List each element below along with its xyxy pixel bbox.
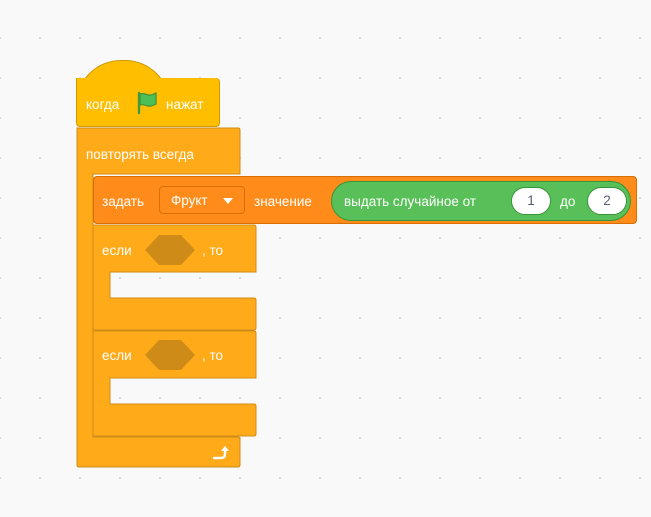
- when-label: когда: [86, 97, 120, 112]
- then-label: , то: [202, 348, 224, 363]
- value-label: значение: [254, 194, 312, 209]
- random-from-input[interactable]: 1: [511, 187, 551, 215]
- to-label: до: [560, 194, 576, 209]
- set-label: задать: [102, 194, 145, 209]
- empty-boolean-slot[interactable]: [144, 234, 196, 266]
- variable-dropdown-value: Фрукт: [171, 193, 208, 208]
- random-label: выдать случайное от: [344, 194, 477, 209]
- loop-arrow-icon: [212, 446, 229, 460]
- empty-boolean-slot[interactable]: [144, 339, 196, 371]
- clicked-label: нажат: [166, 97, 204, 112]
- if-label: если: [102, 243, 132, 258]
- then-label: , то: [202, 243, 224, 258]
- green-flag-icon: [137, 91, 157, 115]
- chevron-down-icon: [223, 198, 233, 204]
- forever-label: повторять всегда: [86, 147, 194, 162]
- random-to-input[interactable]: 2: [587, 187, 627, 215]
- variable-dropdown[interactable]: Фрукт: [159, 186, 245, 214]
- if-label: если: [102, 348, 132, 363]
- random-reporter-block[interactable]: выдать случайное от 1 до 2: [331, 181, 631, 221]
